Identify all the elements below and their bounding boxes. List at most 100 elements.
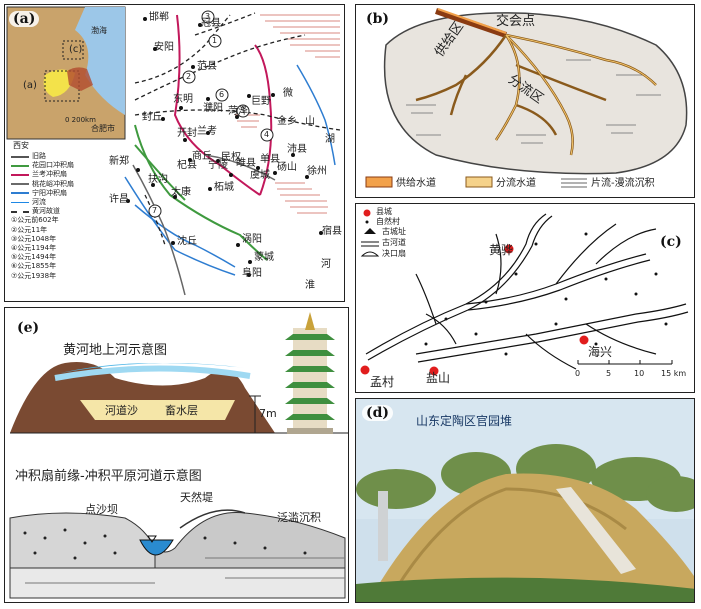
village-dots: [424, 232, 668, 356]
route-number: 6: [219, 90, 225, 99]
city-label: 徐州: [307, 166, 327, 177]
inset-sea: [75, 7, 125, 115]
mound: [358, 473, 694, 602]
legend-row: 河流: [11, 198, 91, 207]
panel-c-legend-symbols: [360, 220, 380, 257]
inset-label-a: (a): [23, 80, 37, 91]
panel-c-label: (c): [656, 234, 686, 250]
panel-b-graphic: [365, 8, 688, 188]
city-label: 睢县: [236, 158, 256, 169]
channel-water: [139, 539, 174, 556]
legend-county: 县城: [376, 207, 392, 216]
place-mengcun: 孟村: [370, 375, 395, 389]
city-label: 山: [305, 116, 315, 127]
panel-c-paleochannel-map: (c) 县城 自然村 古城址 古河道 决口扇 黄骅 海兴 孟村 盐山 0 5 1…: [355, 203, 695, 393]
stairway: [556, 487, 636, 574]
city-label: 沈丘: [177, 236, 197, 247]
legend-row: ⑦公元1938年: [11, 271, 57, 280]
inset-city-label: 合肥市: [91, 124, 115, 133]
legend-row: 宁阳冲积扇: [11, 189, 91, 198]
channel-sand-layer: [80, 400, 235, 420]
legend-row: ①公元前602年: [11, 216, 59, 225]
scale-bar: [577, 360, 673, 365]
city-label: 湖: [325, 134, 335, 145]
panel-b-label: (b): [362, 11, 394, 27]
scale-tick: 0: [575, 369, 581, 378]
legend-row: 桃花峪冲积扇: [11, 180, 91, 189]
city-label: 巨野: [251, 96, 271, 107]
place-yanshan: 盐山: [426, 371, 451, 385]
panel-d-label: (d): [362, 405, 394, 421]
legend-row: ⑥公元1855年: [11, 262, 57, 271]
height-label: 7m: [259, 407, 277, 420]
panel-e-label: (e): [13, 320, 44, 336]
legend-row: 兰考冲积扇: [11, 170, 91, 179]
legend-row: ⑤公元1494年: [11, 253, 57, 262]
channel-sand-label: 河道沙: [105, 404, 138, 417]
city-label: 封丘: [142, 112, 162, 123]
panel-d-graphic: [356, 399, 694, 602]
foreground-grass: [356, 577, 694, 602]
city-label: 扶沟: [148, 174, 168, 185]
city-label: 冠县: [201, 18, 221, 29]
city-label: 许昌: [109, 194, 129, 205]
scale-tick: 10: [634, 369, 645, 378]
place-haixing: 海兴: [588, 345, 613, 359]
cross-section-title-1: 黄河地上河示意图: [63, 343, 168, 358]
intersection-label: 交会点: [496, 14, 536, 29]
city-label: 商丘: [192, 151, 212, 162]
flood-deposit-label: 泛滥沉积: [277, 511, 321, 524]
legend-ancient-city: 古城址: [382, 227, 406, 236]
city-label: 邯郸: [149, 12, 169, 23]
legend-row: ④公元1194年: [11, 244, 57, 253]
point-bar-label: 点沙坝: [85, 503, 118, 516]
legend-row: ③公元1048年: [11, 234, 57, 243]
legend-row: ②公元11年: [11, 225, 48, 234]
legend-row: 花园口冲积扇: [11, 161, 91, 170]
city-label: 兰考: [197, 126, 217, 137]
city-label: 沛县: [287, 144, 307, 155]
city-label: 民权: [221, 152, 241, 163]
city-label: 新郑: [109, 156, 129, 167]
city-label: 虞城: [250, 170, 270, 181]
city-label: 菏泽: [228, 106, 248, 117]
paleochannels: [365, 213, 689, 370]
panel-a-map-graphic: [6, 6, 341, 296]
route-number: 2: [186, 72, 192, 81]
panel-b-legend: [365, 176, 587, 188]
city-label: 太康: [171, 187, 191, 198]
panel-a-map: (a) (c) (a) 渤海 合肥市 0 200km 西安 3 1 2 6 5 …: [4, 4, 345, 302]
city-label: 微: [283, 88, 293, 99]
scale-tick: 15 km: [661, 369, 687, 378]
panel-b-fan-diagram: (b) 供给区 交会点 分流区 供给水道 分流水道 片流-漫流沉积: [355, 4, 695, 198]
legend-village: 自然村: [376, 217, 400, 226]
city-label: 河: [321, 259, 331, 270]
river-blue: [124, 176, 236, 276]
city-label: 安阳: [154, 42, 174, 53]
inset-highlight: [43, 69, 75, 97]
route-number-circles: [148, 10, 274, 218]
panel-a-legend: 旧路 花园口冲积扇 兰考冲积扇 桃花峪冲积扇 宁阳冲积扇 河流 黄河故道 ①公元…: [11, 152, 91, 281]
panel-c-graphic: [360, 209, 689, 376]
city-label: 杞县: [177, 160, 197, 171]
city-label: 金乡: [277, 116, 297, 127]
city-label: 砀山: [277, 162, 297, 173]
city-label: 涡阳: [242, 234, 262, 245]
cross-section-title-2: 冲积扇前缘-冲积平原河道示意图: [15, 469, 202, 484]
legend-sheetflow: 片流-漫流沉积: [591, 178, 655, 189]
pagoda: [285, 312, 335, 434]
city-label: 濮阳: [203, 103, 223, 114]
city-label: 单县: [260, 154, 280, 165]
route-number: 4: [264, 130, 270, 139]
city-label: 宿县: [322, 226, 342, 237]
route-number: 7: [152, 206, 158, 215]
legend-supply-channel: 供给水道: [396, 178, 436, 189]
supply-channel: [435, 8, 507, 38]
route-magenta: [173, 14, 273, 196]
inset-label-c: (c): [69, 44, 83, 55]
city-label: 阜阳: [242, 268, 262, 279]
city-label: 淮: [305, 280, 315, 291]
floodplain-section: [9, 509, 346, 599]
place-huanghua: 黄骅: [489, 243, 514, 257]
city-label: 蒙城: [254, 252, 274, 263]
